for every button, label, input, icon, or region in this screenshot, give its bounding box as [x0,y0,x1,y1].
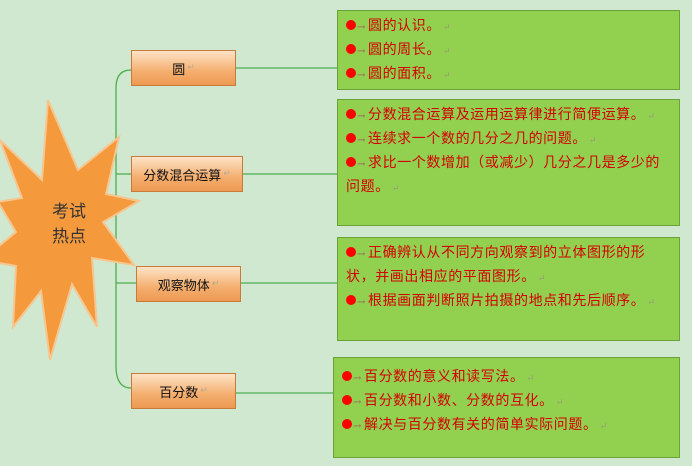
spine-line [115,69,132,389]
return-mark-icon: ↵ [391,184,400,194]
topic-label: 观察物体 [157,278,210,294]
bullet-dot-icon [346,132,356,143]
item-text: 分数混合运算及运用运算律进行简便运算。 [367,107,646,123]
bullet-dot-icon [342,418,352,429]
arrow-icon: → [357,46,366,57]
item-text: 圆的面积。 [367,66,441,82]
arrow-icon: → [357,111,366,122]
return-mark-icon: ↵ [187,63,195,73]
topic-label: 圆 [172,62,186,78]
bullet-dot-icon [346,246,356,257]
list-item: →分数混合运算及运用运算律进行简便运算。↵ [346,104,671,128]
bullet-dot-icon [346,156,356,167]
list-item: →解决与百分数有关的简单实际问题。↵ [342,414,671,438]
list-item: →正确辨认从不同方向观察到的立体图形的形状，并画出相应的平面图形。↵ [346,242,671,290]
arrow-icon: → [357,249,366,260]
topic-observing-objects: 观察物体↵ [136,266,241,302]
list-item: →圆的认识。↵ [346,15,671,39]
item-text: 圆的周长。 [367,42,441,58]
list-item: →根据画面判断照片拍摄的地点和先后顺序。↵ [346,290,671,314]
return-mark-icon: ↵ [555,398,564,408]
item-text: 解决与百分数有关的简单实际问题。 [363,417,598,433]
topic-label: 分数混合运算 [143,168,222,184]
return-mark-icon: ↵ [647,112,656,122]
item-text: 连续求一个数的几分之几的问题。 [367,131,587,147]
arrow-icon: → [353,373,362,384]
arrow-icon: → [353,421,362,432]
return-mark-icon: ↵ [442,47,452,57]
list-item: →百分数的意义和读写法。↵ [342,366,671,390]
arrow-icon: → [357,297,366,308]
list-item: →圆的周长。↵ [346,39,671,63]
arrow-icon: → [357,70,366,81]
list-item: →百分数和小数、分数的互化。↵ [342,390,671,414]
bullet-dot-icon [342,370,352,381]
return-mark-icon: ↵ [223,169,231,179]
return-mark-icon: ↵ [588,136,598,146]
panel-percentage: →百分数的意义和读写法。↵ →百分数和小数、分数的互化。↵ →解决与百分数有关的… [333,357,680,458]
bullet-dot-icon [346,108,356,119]
item-text: 圆的认识。 [367,18,441,34]
return-mark-icon: ↵ [599,422,608,432]
arrow-icon: → [357,22,366,33]
center-label-line-1: 考试 [52,202,86,222]
return-mark-icon: ↵ [526,374,535,384]
return-mark-icon: ↵ [537,274,546,284]
center-label-line-2: 热点 [52,227,86,247]
item-text: 求比一个数增加（或减少）几分之几是多少的问题。 [346,155,660,195]
list-item: →圆的面积。↵ [346,63,671,87]
return-mark-icon: ↵ [211,279,220,289]
bullet-dot-icon [342,394,352,405]
bullet-dot-icon [346,67,356,78]
panel-fraction-operations: →分数混合运算及运用运算律进行简便运算。↵ →连续求一个数的几分之几的问题。↵ … [337,99,680,226]
topic-circle: 圆↵ [131,50,236,86]
list-item: →连续求一个数的几分之几的问题。↵ [346,128,671,152]
bullet-dot-icon [346,19,356,30]
item-text: 百分数的意义和读写法。 [363,369,525,385]
return-mark-icon: ↵ [200,386,208,396]
item-text: 根据画面判断照片拍摄的地点和先后顺序。 [367,293,646,309]
return-mark-icon: ↵ [442,23,452,33]
return-mark-icon: ↵ [647,298,656,308]
topic-fraction-operations: 分数混合运算↵ [131,156,243,192]
arrow-icon: → [353,397,362,408]
topic-label: 百分数 [159,385,199,401]
center-topic-label: 考试 热点 [34,200,104,250]
item-text: 正确辨认从不同方向观察到的立体图形的形状，并画出相应的平面图形。 [346,245,646,285]
bullet-dot-icon [346,43,356,54]
arrow-icon: → [357,159,366,170]
topic-percentage: 百分数↵ [131,373,236,409]
item-text: 百分数和小数、分数的互化。 [363,393,554,409]
arrow-icon: → [357,135,366,146]
panel-observing-objects: →正确辨认从不同方向观察到的立体图形的形状，并画出相应的平面图形。↵ →根据画面… [337,237,680,341]
bullet-dot-icon [346,294,356,305]
list-item: →求比一个数增加（或减少）几分之几是多少的问题。↵ [346,152,671,200]
return-mark-icon: ↵ [442,71,452,81]
panel-circle: →圆的认识。↵ →圆的周长。↵ →圆的面积。↵ [337,10,680,90]
